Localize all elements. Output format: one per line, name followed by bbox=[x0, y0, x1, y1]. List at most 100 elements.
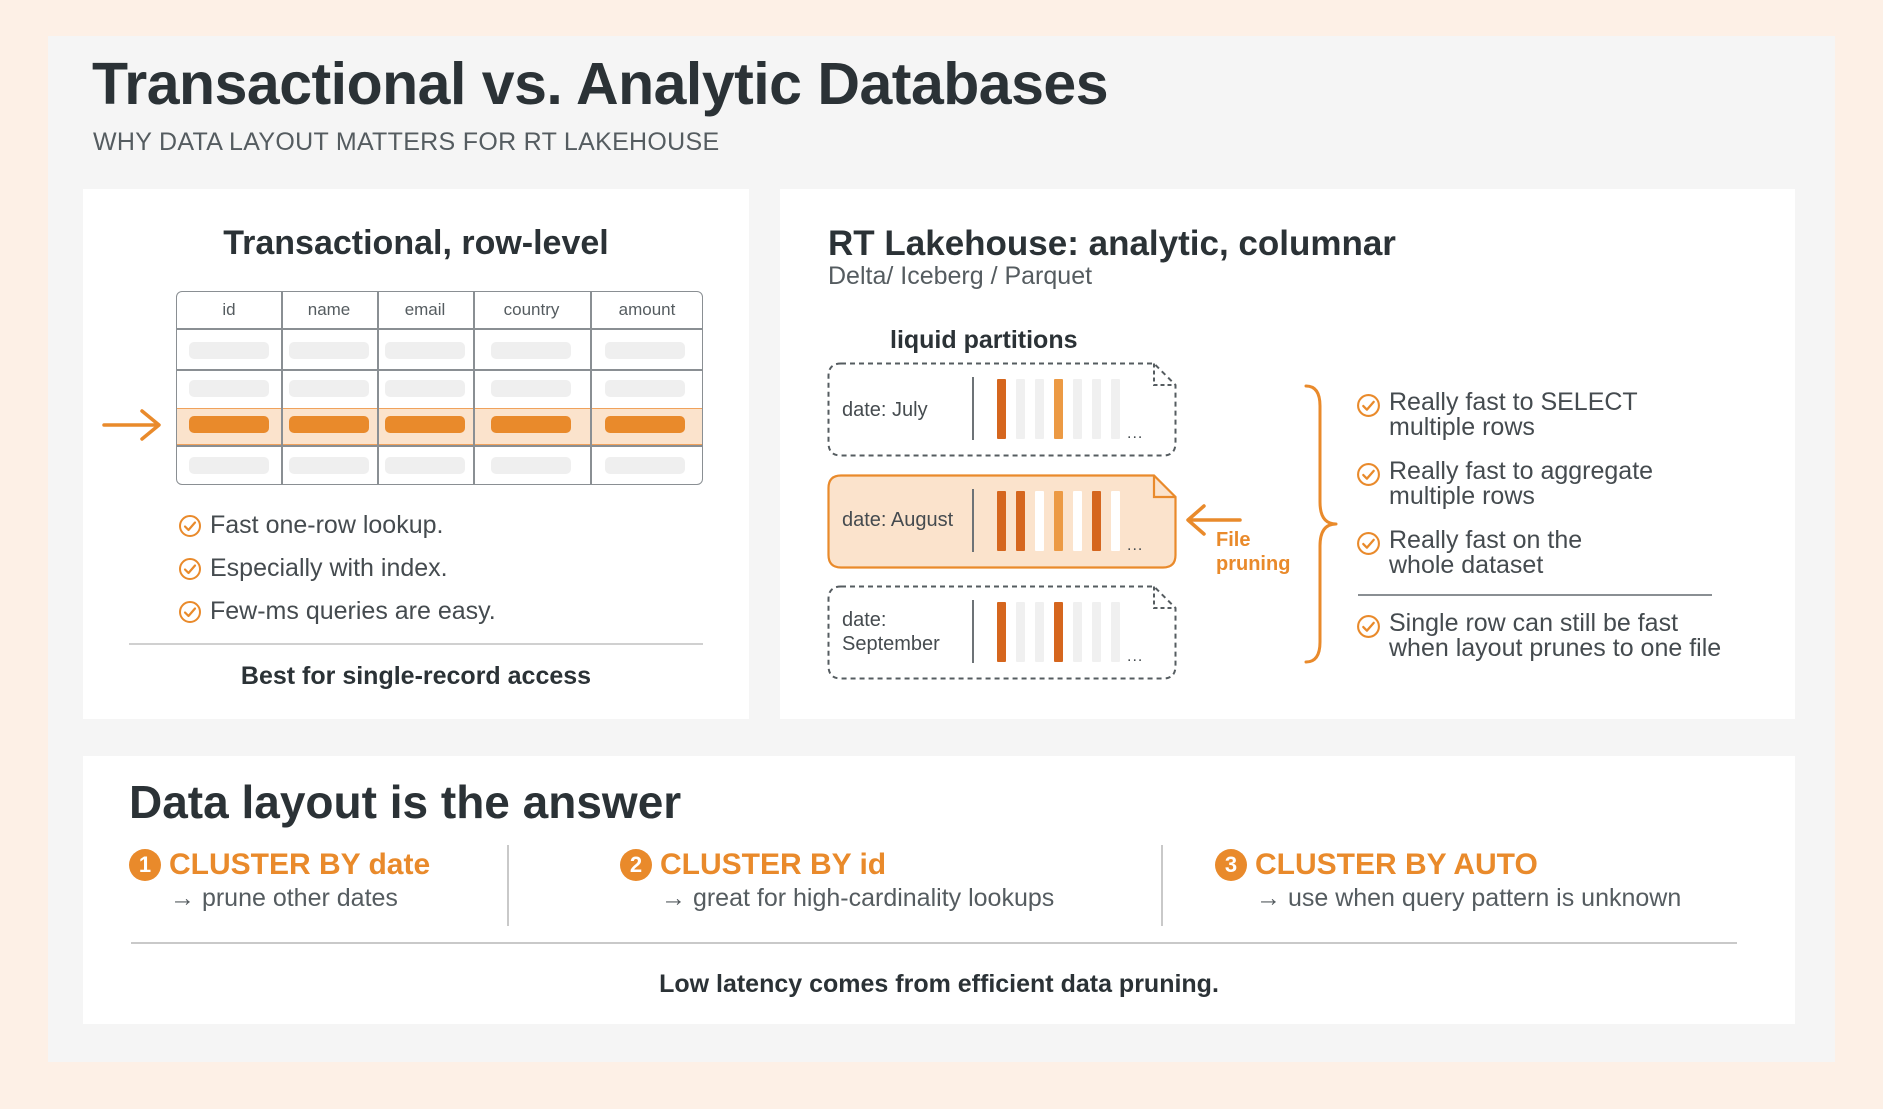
number-badge: 2 bbox=[620, 849, 652, 881]
divider bbox=[129, 643, 703, 645]
cluster-description: → prune other dates bbox=[170, 884, 398, 912]
number-badge: 3 bbox=[1215, 849, 1247, 881]
ellipsis: ... bbox=[1127, 648, 1144, 665]
transactional-footer: Best for single-record access bbox=[240, 662, 592, 690]
divider bbox=[1161, 845, 1163, 926]
check-circle-icon bbox=[179, 600, 201, 623]
check-text: multiple rows bbox=[1389, 413, 1535, 441]
column-bar bbox=[997, 379, 1006, 439]
cell-placeholder bbox=[289, 457, 369, 474]
check-circle-icon bbox=[1357, 532, 1380, 555]
cell-placeholder bbox=[491, 380, 571, 397]
partition-label-line: date: bbox=[842, 609, 887, 631]
cell-highlighted bbox=[289, 416, 369, 433]
column-bar bbox=[1073, 379, 1082, 439]
check-item: Really fast to SELECT multiple rows bbox=[1356, 390, 1638, 440]
cell-placeholder bbox=[289, 380, 369, 397]
column-bar bbox=[1035, 379, 1044, 439]
cell-placeholder bbox=[605, 380, 685, 397]
row-table: id name email country amount bbox=[176, 291, 703, 485]
cell-placeholder bbox=[385, 342, 465, 359]
column-bar bbox=[1111, 602, 1120, 662]
column-bar bbox=[1092, 602, 1101, 662]
number-badge: 1 bbox=[129, 849, 161, 881]
column-header-id: id bbox=[222, 300, 236, 319]
column-bar bbox=[1035, 491, 1044, 551]
column-bar bbox=[1073, 602, 1082, 662]
column-bar bbox=[1054, 491, 1063, 551]
column-header-country: country bbox=[503, 300, 560, 319]
check-circle-icon bbox=[179, 514, 201, 537]
pruning-label-line: File bbox=[1216, 529, 1251, 551]
cluster-title: CLUSTER BY AUTO bbox=[1255, 848, 1538, 881]
check-text: Especially with index. bbox=[210, 554, 448, 582]
column-bar bbox=[997, 602, 1006, 662]
partition-label: date: July bbox=[842, 399, 928, 421]
cell-placeholder bbox=[189, 342, 269, 359]
ellipsis: ... bbox=[1127, 425, 1144, 442]
check-item: Really fast on the whole dataset bbox=[1356, 528, 1582, 578]
page-title: Transactional vs. Analytic Databases bbox=[92, 51, 1109, 117]
divider bbox=[507, 845, 509, 926]
ellipsis: ... bbox=[1127, 537, 1144, 554]
cell-placeholder bbox=[605, 342, 685, 359]
partition-label-line: September bbox=[842, 633, 940, 655]
check-text: whole dataset bbox=[1389, 551, 1544, 579]
partition-file-september: date: September ... bbox=[827, 585, 1177, 680]
cell-placeholder bbox=[189, 380, 269, 397]
data-layout-panel bbox=[83, 756, 1795, 1024]
check-circle-icon bbox=[179, 557, 201, 580]
divider bbox=[131, 942, 1737, 944]
check-text: Single row can still be fast bbox=[1389, 609, 1679, 637]
check-item: Single row can still be fast when layout… bbox=[1356, 611, 1721, 661]
check-item: Really fast to aggregate multiple rows bbox=[1356, 459, 1653, 509]
partition-label: date: September bbox=[842, 608, 940, 656]
transactional-heading: Transactional, row-level bbox=[223, 224, 609, 262]
column-bar bbox=[1016, 602, 1025, 662]
partition-label: date: August bbox=[842, 509, 954, 531]
cell-highlighted bbox=[189, 416, 269, 433]
check-text: multiple rows bbox=[1389, 482, 1535, 510]
pruning-arrow-icon bbox=[1186, 504, 1242, 536]
cluster-title: CLUSTER BY id bbox=[660, 848, 887, 881]
check-circle-icon bbox=[1357, 463, 1380, 486]
check-text: Really fast to SELECT bbox=[1389, 388, 1638, 416]
check-circle-icon bbox=[1357, 615, 1380, 638]
column-bar bbox=[1016, 379, 1025, 439]
column-header-name: name bbox=[307, 300, 351, 319]
check-circle-icon bbox=[1357, 394, 1380, 417]
cluster-title: CLUSTER BY date bbox=[169, 848, 431, 881]
cell-placeholder bbox=[385, 457, 465, 474]
cell-highlighted bbox=[605, 416, 685, 433]
column-header-email: email bbox=[404, 300, 446, 319]
partition-file-august: date: August ... bbox=[827, 474, 1177, 569]
column-bar bbox=[1054, 379, 1063, 439]
data-layout-footer: Low latency comes from efficient data pr… bbox=[659, 970, 1219, 998]
column-bar bbox=[1092, 379, 1101, 439]
curly-brace-icon bbox=[1304, 384, 1338, 664]
check-text: Really fast on the bbox=[1389, 526, 1583, 554]
column-bar bbox=[1073, 491, 1082, 551]
data-layout-heading: Data layout is the answer bbox=[129, 776, 682, 828]
column-bar bbox=[1035, 602, 1044, 662]
file-pruning-label: File pruning bbox=[1216, 528, 1290, 576]
check-text: when layout prunes to one file bbox=[1389, 634, 1722, 662]
check-text: Fast one-row lookup. bbox=[210, 511, 444, 539]
column-bar bbox=[1111, 491, 1120, 551]
cell-placeholder bbox=[385, 380, 465, 397]
cell-placeholder bbox=[289, 342, 369, 359]
row-pointer-arrow-icon bbox=[102, 409, 161, 441]
column-bar bbox=[1016, 491, 1025, 551]
page-subtitle: WHY DATA LAYOUT MATTERS FOR RT LAKEHOUSE bbox=[93, 128, 720, 156]
column-bar bbox=[1092, 491, 1101, 551]
partitions-label: liquid partitions bbox=[890, 326, 1078, 354]
cluster-description: → use when query pattern is unknown bbox=[1256, 884, 1682, 912]
divider bbox=[1358, 594, 1712, 596]
lakehouse-formats: Delta/ Iceberg / Parquet bbox=[828, 262, 1093, 290]
cluster-description: → great for high-cardinality lookups bbox=[661, 884, 1055, 912]
check-text: Few-ms queries are easy. bbox=[210, 597, 496, 625]
check-item: Fast one-row lookup. bbox=[178, 511, 443, 540]
